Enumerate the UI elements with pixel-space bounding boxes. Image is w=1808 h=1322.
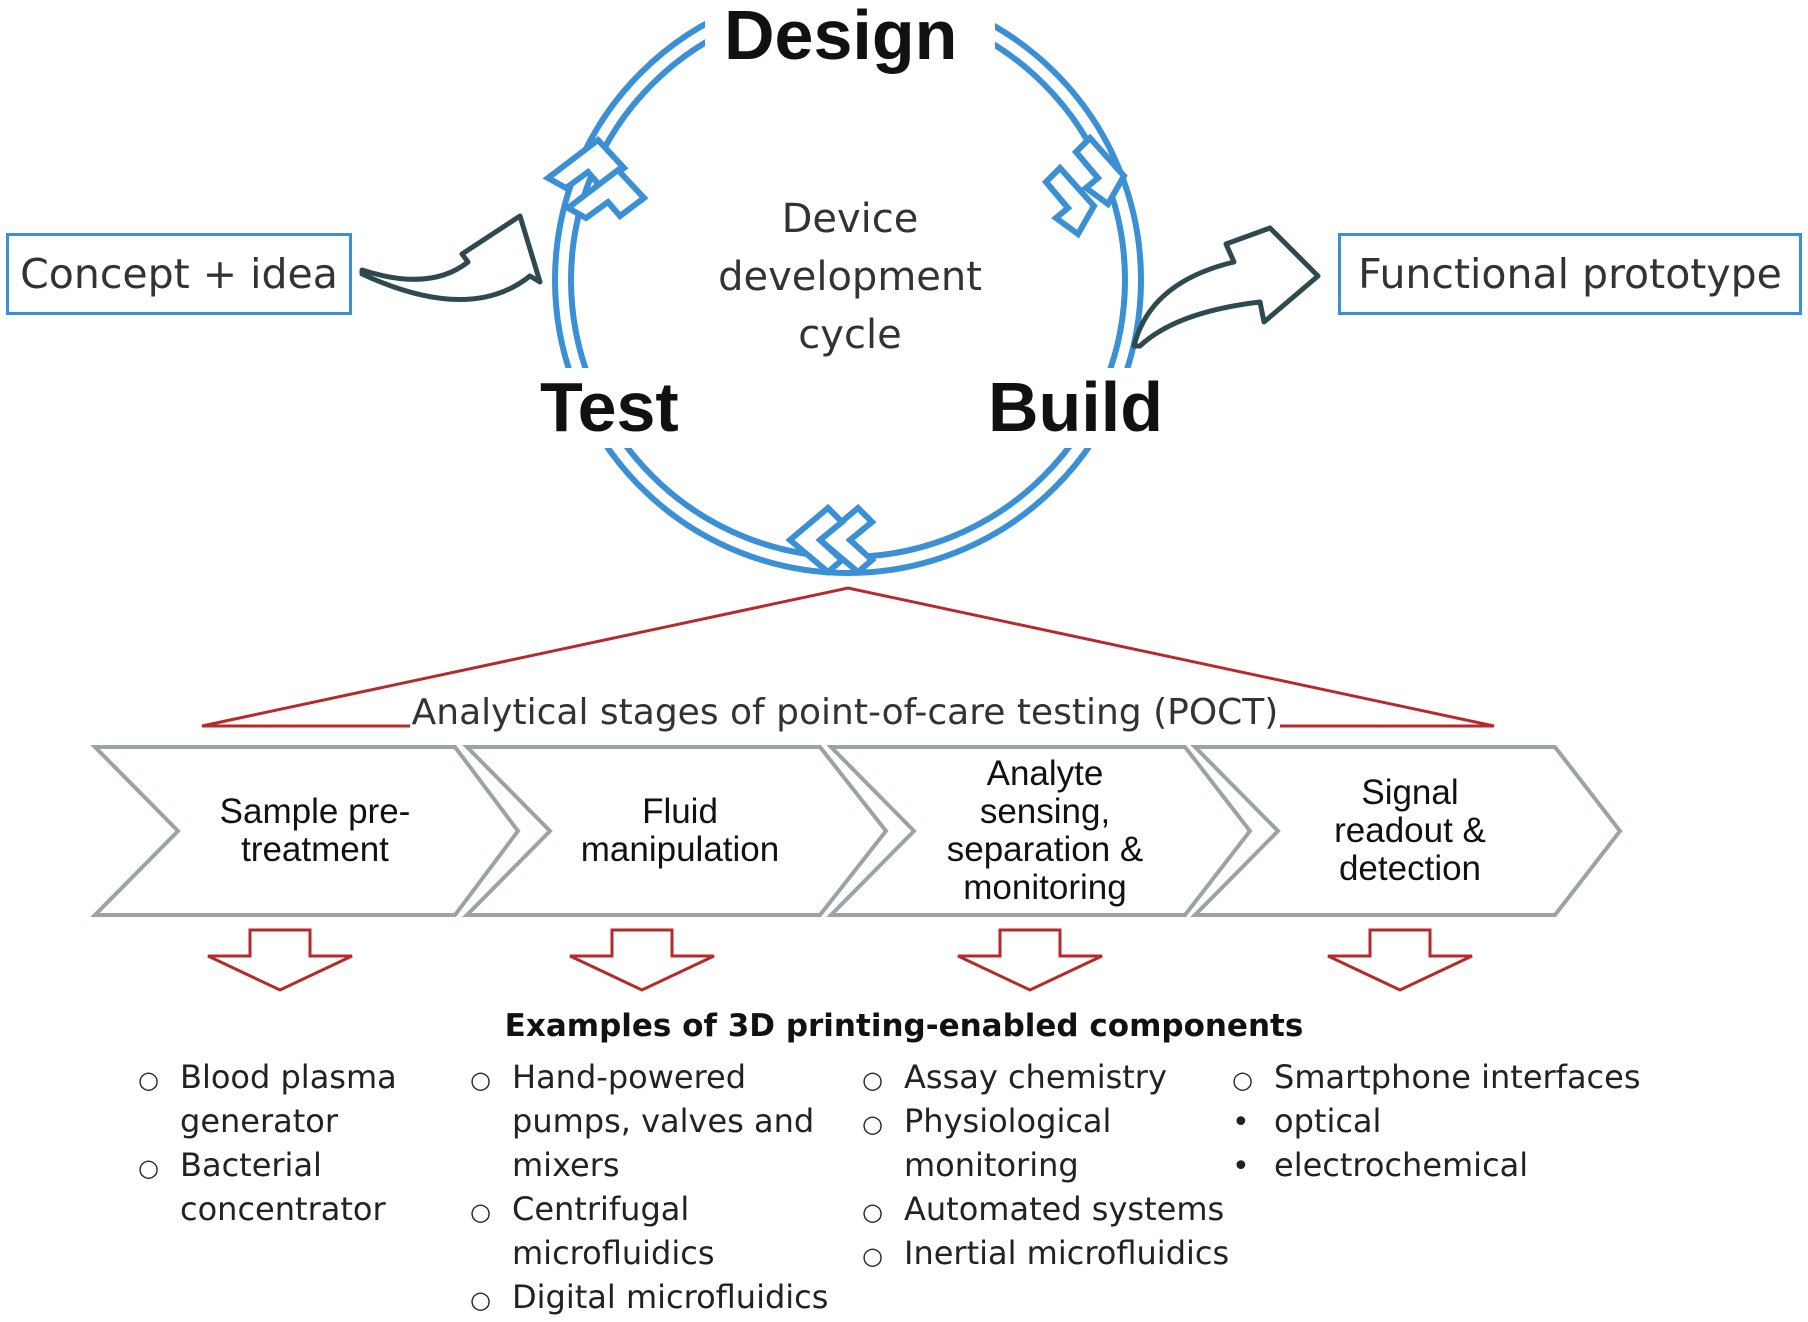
concept-idea-box: Concept + idea — [6, 233, 352, 315]
functional-prototype-label: Functional prototype — [1358, 250, 1782, 298]
list-item-line: Automated systems — [904, 1190, 1225, 1228]
dot-bullet-icon — [1232, 1143, 1274, 1189]
stage-chevron-1 — [90, 745, 521, 917]
list-item: Blood plasma generator — [138, 1055, 397, 1143]
cycle-chevron-design-to-build — [1041, 133, 1128, 239]
circle-bullet-icon — [138, 1055, 180, 1102]
stage-line: Sample pre- — [219, 792, 411, 831]
output-arrow — [1131, 225, 1321, 349]
stage-signal-readout: Signal readout & detection — [1275, 774, 1545, 888]
list-item-line: Centrifugal — [512, 1190, 690, 1228]
concept-idea-label: Concept + idea — [20, 250, 338, 298]
list-item: Assay chemistry — [862, 1055, 1229, 1099]
down-arrow-2 — [569, 928, 715, 992]
list-item: Centrifugal microfluidics — [470, 1187, 828, 1275]
examples-column-2: Hand-powered pumps, valves and mixers Cent… — [470, 1055, 828, 1319]
circle-bullet-icon — [862, 1187, 904, 1234]
list-item-line: Hand-powered — [512, 1058, 747, 1096]
list-item: Digital microfluidics — [470, 1275, 828, 1319]
list-item-line: Smartphone interfaces — [1274, 1058, 1641, 1096]
list-item: electrochemical — [1232, 1143, 1641, 1187]
list-item-line: monitoring — [904, 1146, 1079, 1184]
stage-line: treatment — [241, 830, 389, 869]
circle-bullet-icon — [138, 1143, 180, 1190]
stage-line: separation & — [946, 830, 1144, 869]
functional-prototype-box: Functional prototype — [1338, 233, 1802, 315]
list-item-line: mixers — [512, 1146, 620, 1184]
circle-bullet-icon — [470, 1275, 512, 1322]
list-item-line: electrochemical — [1274, 1146, 1529, 1184]
list-item: Hand-powered pumps, valves and mixers — [470, 1055, 828, 1187]
down-arrow-3 — [957, 928, 1103, 992]
test-label: Test — [540, 368, 679, 446]
stage-fluid-manipulation: Fluid manipulation — [545, 793, 815, 869]
cycle-center-text: Device development cycle — [700, 190, 1000, 364]
list-item: Smartphone interfaces — [1232, 1055, 1641, 1099]
stage-line: detection — [1338, 849, 1482, 888]
cycle-center-line: development — [718, 254, 982, 300]
circle-bullet-icon — [470, 1187, 512, 1234]
list-item: Inertial microfluidics — [862, 1231, 1229, 1275]
circle-bullet-icon — [1232, 1055, 1274, 1102]
examples-column-3: Assay chemistry Physiologicalmonitoring … — [862, 1055, 1229, 1275]
poct-label: Analytical stages of point-of-care testi… — [411, 692, 1279, 733]
cycle-center-line: cycle — [798, 312, 902, 358]
list-item-line: Inertial microfluidics — [904, 1234, 1230, 1272]
list-item: Bacterial concentrator — [138, 1143, 397, 1231]
list-item-line: Physiological — [904, 1102, 1112, 1140]
list-item-line: Digital microfluidics — [512, 1278, 829, 1316]
list-item: Physiological monitoring — [862, 1099, 1229, 1187]
design-label: Design — [724, 0, 958, 74]
list-item-line: optical — [1274, 1102, 1382, 1140]
cycle-chevron-build-to-test — [785, 503, 877, 576]
examples-heading: Examples of 3D printing-enabled componen… — [504, 1008, 1304, 1044]
stage-line: Signal — [1361, 773, 1459, 812]
list-item-line: concentrator — [180, 1190, 386, 1228]
down-arrows — [207, 928, 1473, 992]
stage-chevron-2 — [462, 745, 889, 917]
stage-chevron-3 — [826, 745, 1253, 917]
examples-column-1: Blood plasma generator Bacterial concentra… — [138, 1055, 397, 1231]
stage-chevrons — [90, 745, 1623, 917]
list-item: optical — [1232, 1099, 1641, 1143]
stage-sample-pretreatment: Sample pre- treatment — [180, 793, 450, 869]
dot-bullet-icon — [1232, 1099, 1274, 1145]
stage-line: Fluid — [642, 792, 718, 831]
examples-column-4: Smartphone interfaces optical electroche… — [1232, 1055, 1641, 1187]
list-item-line: Blood plasma — [180, 1058, 397, 1096]
circle-bullet-icon — [470, 1055, 512, 1102]
stage-chevron-4 — [1190, 745, 1623, 917]
down-arrow-1 — [207, 928, 353, 992]
cycle-chevron-test-to-design — [542, 135, 649, 222]
list-item-line: Assay chemistry — [904, 1058, 1167, 1096]
list-item-line: generator — [180, 1102, 339, 1140]
down-arrow-4 — [1327, 928, 1473, 992]
stage-line: monitoring — [963, 868, 1127, 907]
stage-line: readout & — [1334, 811, 1486, 850]
circle-bullet-icon — [862, 1099, 904, 1146]
stage-line: manipulation — [580, 830, 780, 869]
list-item-line: pumps, valves and — [512, 1102, 815, 1140]
stage-line: sensing, — [979, 792, 1111, 831]
list-item: Automated systems — [862, 1187, 1229, 1231]
poct-funnel — [201, 586, 1495, 728]
build-label: Build — [988, 368, 1163, 446]
list-item-line: microfluidics — [512, 1234, 715, 1272]
stage-line: Analyte — [986, 754, 1104, 793]
circle-bullet-icon — [862, 1231, 904, 1278]
circle-bullet-icon — [862, 1055, 904, 1102]
stage-analyte-sensing: Analyte sensing, separation & monitoring — [910, 755, 1180, 907]
cycle-center-line: Device — [781, 196, 919, 242]
list-item-line: Bacterial — [180, 1146, 322, 1184]
input-arrow — [359, 213, 543, 302]
